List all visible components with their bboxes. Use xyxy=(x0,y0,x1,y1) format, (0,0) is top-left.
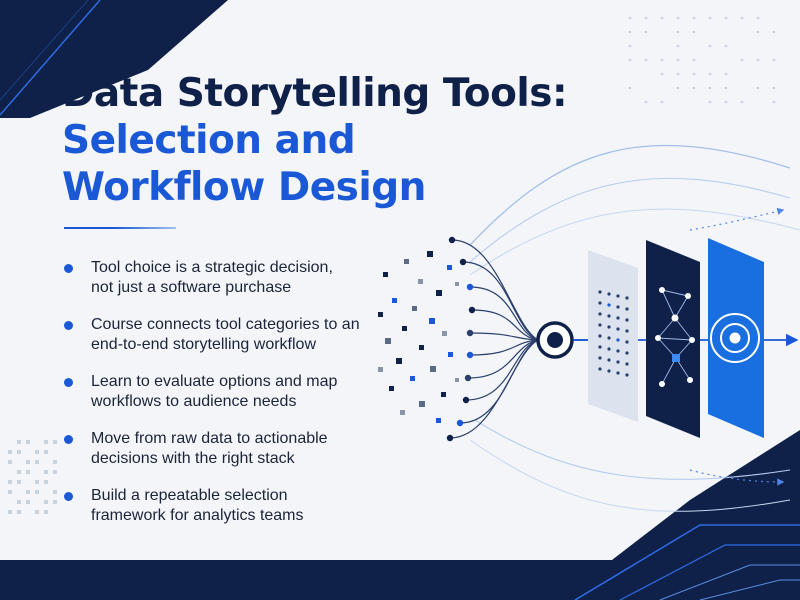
matrix-dot xyxy=(616,316,619,319)
data-square xyxy=(383,272,388,277)
matrix-dot xyxy=(625,351,628,354)
converge-endpoint xyxy=(469,307,475,313)
data-square xyxy=(419,401,425,407)
converge-endpoint xyxy=(467,352,473,358)
matrix-dot xyxy=(625,307,628,310)
data-square xyxy=(396,358,402,364)
data-square xyxy=(378,312,383,317)
matrix-dot xyxy=(625,329,628,332)
matrix-dot xyxy=(607,336,610,339)
data-square xyxy=(418,279,423,284)
flow-curve-dashed xyxy=(690,210,783,230)
data-square xyxy=(378,367,383,372)
matrix-dot xyxy=(616,371,619,374)
flow-curve xyxy=(470,145,790,245)
data-square xyxy=(436,418,441,423)
matrix-dot xyxy=(598,323,601,326)
matrix-dot xyxy=(607,325,610,328)
matrix-dot xyxy=(625,362,628,365)
converge-endpoint xyxy=(463,397,469,403)
matrix-dot xyxy=(625,318,628,321)
matrix-dot xyxy=(625,373,628,376)
matrix-dot xyxy=(625,296,628,299)
data-square xyxy=(392,298,397,303)
data-square xyxy=(385,338,391,344)
matrix-dot xyxy=(598,367,601,370)
converge-endpoint xyxy=(460,259,466,265)
matrix-dot xyxy=(598,312,601,315)
hub-node-core xyxy=(547,332,563,348)
matrix-dot xyxy=(607,347,610,350)
converge-endpoint xyxy=(449,237,455,243)
data-square xyxy=(430,366,436,372)
converge-endpoint xyxy=(447,435,453,441)
data-square xyxy=(448,352,453,357)
matrix-dot xyxy=(607,369,610,372)
converge-endpoint xyxy=(467,330,473,336)
data-square xyxy=(436,290,442,296)
matrix-dot xyxy=(616,327,619,330)
data-square xyxy=(400,410,405,415)
data-square xyxy=(427,251,433,257)
matrix-dot xyxy=(598,345,601,348)
matrix-dot xyxy=(607,303,610,306)
converge-endpoint xyxy=(465,375,471,381)
matrix-dot xyxy=(616,294,619,297)
matrix-dot xyxy=(598,334,601,337)
data-square xyxy=(455,282,459,286)
data-square xyxy=(412,306,417,311)
matrix-dot xyxy=(616,360,619,363)
data-square xyxy=(402,326,407,331)
data-square xyxy=(419,345,424,350)
flow-curve-dashed xyxy=(690,470,783,482)
converge-line xyxy=(452,240,538,340)
matrix-dot xyxy=(625,340,628,343)
matrix-dot xyxy=(598,301,601,304)
flow-curve xyxy=(475,420,790,479)
data-square xyxy=(429,318,435,324)
matrix-dot xyxy=(598,290,601,293)
panel-raw-data xyxy=(588,250,638,422)
matrix-dot xyxy=(598,356,601,359)
matrix-dot xyxy=(607,314,610,317)
data-square xyxy=(455,378,459,382)
data-square xyxy=(389,386,394,391)
converge-endpoint xyxy=(457,420,463,426)
data-square xyxy=(447,265,452,270)
matrix-dot xyxy=(616,305,619,308)
converge-line xyxy=(468,340,538,378)
converge-line xyxy=(470,340,538,355)
matrix-dot xyxy=(616,338,619,341)
data-square xyxy=(441,392,446,397)
flow-curve xyxy=(470,178,790,262)
data-square xyxy=(404,259,409,264)
matrix-dot xyxy=(616,349,619,352)
data-squares xyxy=(378,251,459,423)
data-square xyxy=(410,376,415,381)
converge-endpoint xyxy=(467,284,473,290)
data-square xyxy=(442,331,447,336)
matrix-dot xyxy=(607,292,610,295)
matrix-dot xyxy=(607,358,610,361)
converging-lines xyxy=(447,237,538,441)
